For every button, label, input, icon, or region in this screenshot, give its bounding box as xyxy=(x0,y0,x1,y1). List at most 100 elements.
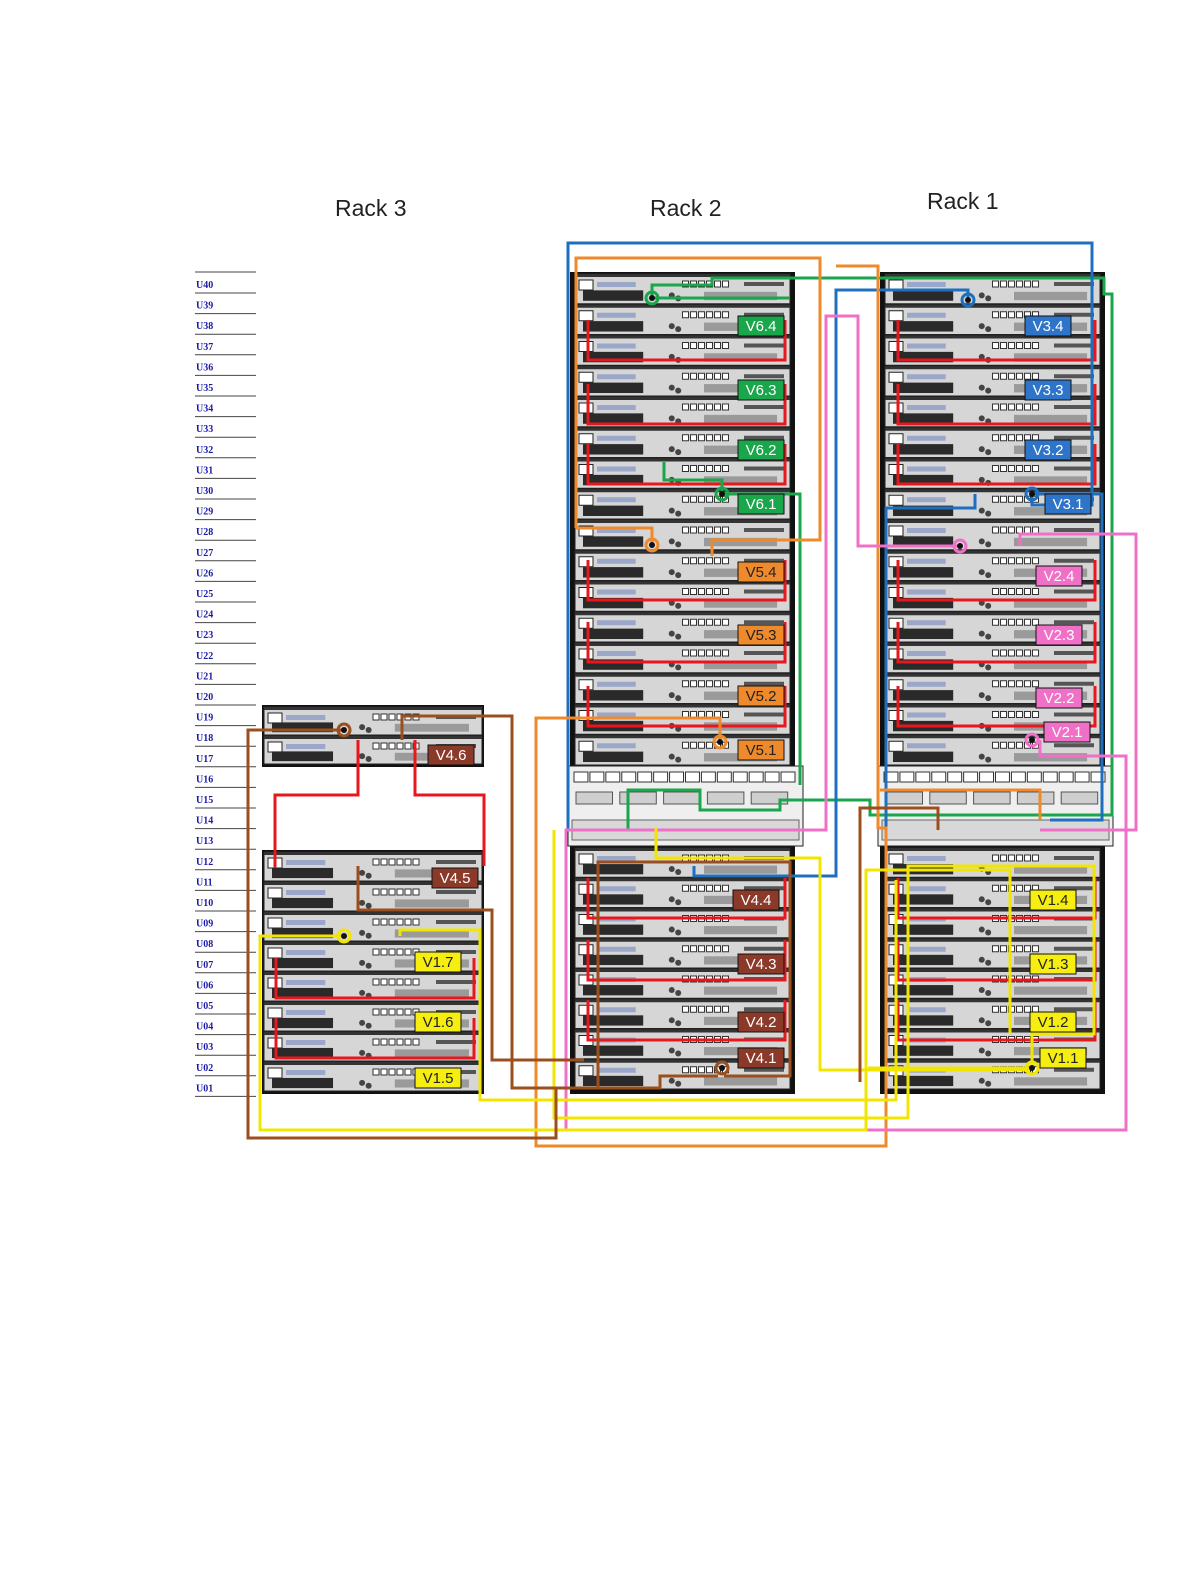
volume-tag-box xyxy=(737,439,785,461)
volume-tag-box xyxy=(1029,953,1077,975)
volume-tag-label: V2.2 xyxy=(1044,690,1075,707)
u-label: U32 xyxy=(196,445,213,456)
red-cable xyxy=(274,958,476,1000)
cable-connector-dot xyxy=(336,722,352,738)
orange-cable xyxy=(880,788,1042,820)
volume-tag-box xyxy=(1043,721,1091,743)
volume-tag-label: V1.2 xyxy=(1038,1014,1069,1031)
red-cable xyxy=(586,384,787,426)
volume-tag-box xyxy=(737,685,785,707)
u-label: U17 xyxy=(196,754,213,765)
volume-tag-V3-1: V3.1 xyxy=(1044,493,1092,515)
volume-tag-V1-7: V1.7 xyxy=(414,951,462,973)
u-label: U16 xyxy=(196,774,213,785)
volume-tag-V3-4: V3.4 xyxy=(1024,315,1072,337)
drive-enclosure xyxy=(574,335,791,366)
cable-connector-dot xyxy=(1024,1060,1040,1076)
cable-connector-center xyxy=(717,739,723,745)
cable-connector-dot xyxy=(714,486,730,502)
drive-enclosure xyxy=(884,847,1101,878)
volume-tag-label: V5.2 xyxy=(746,688,777,705)
volume-tag-box xyxy=(737,1047,785,1069)
u-label: U25 xyxy=(196,589,213,600)
volume-tag-box xyxy=(431,867,479,889)
volume-tag-label: V1.4 xyxy=(1038,892,1069,909)
u-label: U40 xyxy=(196,280,213,291)
volume-tag-box xyxy=(1044,493,1092,515)
volume-tag-V6-2: V6.2 xyxy=(737,439,785,461)
u-label: U08 xyxy=(196,939,213,950)
volume-tag-V4-3: V4.3 xyxy=(737,953,785,975)
volume-tag-box xyxy=(737,315,785,337)
orange-cable xyxy=(534,264,888,1148)
u-label: U04 xyxy=(196,1022,213,1033)
cable-connector-dot xyxy=(336,928,352,944)
volume-tag-label: V1.3 xyxy=(1038,956,1069,973)
volume-tag-V4-1: V4.1 xyxy=(737,1047,785,1069)
volume-tag-V6-3: V6.3 xyxy=(737,379,785,401)
rack-1-title: Rack 1 xyxy=(927,188,999,214)
volume-tag-box xyxy=(1029,1011,1077,1033)
volume-tag-box xyxy=(1035,687,1083,709)
volume-tag-box xyxy=(1039,1047,1087,1069)
volume-tag-label: V2.3 xyxy=(1044,627,1075,644)
cables xyxy=(246,241,1138,1148)
u-label: U24 xyxy=(196,610,213,621)
drive-enclosure xyxy=(263,971,483,1002)
yellow-cable xyxy=(258,868,1012,1132)
volume-tags: V6.4V6.3V6.2V6.1V5.4V5.3V5.2V5.1V4.4V4.3… xyxy=(414,315,1092,1089)
u-label: U19 xyxy=(196,713,213,724)
volume-tag-box xyxy=(737,493,785,515)
red-cable xyxy=(896,384,1097,426)
green-cable xyxy=(626,276,1114,830)
u-label: U33 xyxy=(196,424,213,435)
volume-tag-label: V4.2 xyxy=(746,1014,777,1031)
volume-tag-box xyxy=(1024,439,1072,461)
volume-tag-V2-1: V2.1 xyxy=(1043,721,1091,743)
drive-enclosure xyxy=(574,396,791,428)
volume-tag-V5-3: V5.3 xyxy=(737,624,785,646)
volume-tag-box xyxy=(737,561,785,583)
u-label: U06 xyxy=(196,980,213,991)
u-label: U23 xyxy=(196,630,213,641)
cable-connector-center xyxy=(649,295,655,301)
volume-tag-V3-3: V3.3 xyxy=(1024,379,1072,401)
brown-cable xyxy=(356,714,718,1090)
volume-tag-V2-2: V2.2 xyxy=(1035,687,1083,709)
volume-tag-V4-2: V4.2 xyxy=(737,1011,785,1033)
drive-enclosure xyxy=(574,581,791,612)
volume-tag-label: V1.6 xyxy=(423,1014,454,1031)
u-label: U30 xyxy=(196,486,213,497)
u-label: U09 xyxy=(196,919,213,930)
u-label: U01 xyxy=(196,1083,213,1094)
volume-tag-label: V6.4 xyxy=(746,318,777,335)
volume-tag-box xyxy=(737,624,785,646)
cable-connector-center xyxy=(1029,737,1035,743)
volume-tag-V1-3: V1.3 xyxy=(1029,953,1077,975)
volume-tag-label: V3.3 xyxy=(1033,382,1064,399)
volume-tag-V1-5: V1.5 xyxy=(414,1067,462,1089)
rack-2-title: Rack 2 xyxy=(650,195,722,221)
volume-tag-label: V6.1 xyxy=(746,496,777,513)
u-label: U02 xyxy=(196,1063,213,1074)
volume-tag-label: V3.4 xyxy=(1033,318,1064,335)
u-label: U14 xyxy=(196,816,213,827)
u-label: U22 xyxy=(196,651,213,662)
red-cable xyxy=(896,560,1097,602)
cable-connector-dot xyxy=(644,537,660,553)
volume-tag-V4-4: V4.4 xyxy=(732,889,780,911)
volume-tag-box xyxy=(737,953,785,975)
volume-tag-label: V3.2 xyxy=(1033,442,1064,459)
cable-connector-dot xyxy=(712,734,728,750)
u-label: U34 xyxy=(196,404,213,415)
drive-enclosure xyxy=(884,642,1101,674)
volume-tag-V2-3: V2.3 xyxy=(1035,624,1083,646)
volume-tag-box xyxy=(427,744,475,766)
volume-tag-box xyxy=(1035,624,1083,646)
brown-cable xyxy=(858,806,940,1082)
volume-tag-label: V1.5 xyxy=(423,1070,454,1087)
volume-tag-V1-4: V1.4 xyxy=(1029,889,1077,911)
u-label: U29 xyxy=(196,507,213,518)
red-cable xyxy=(586,1000,787,1042)
